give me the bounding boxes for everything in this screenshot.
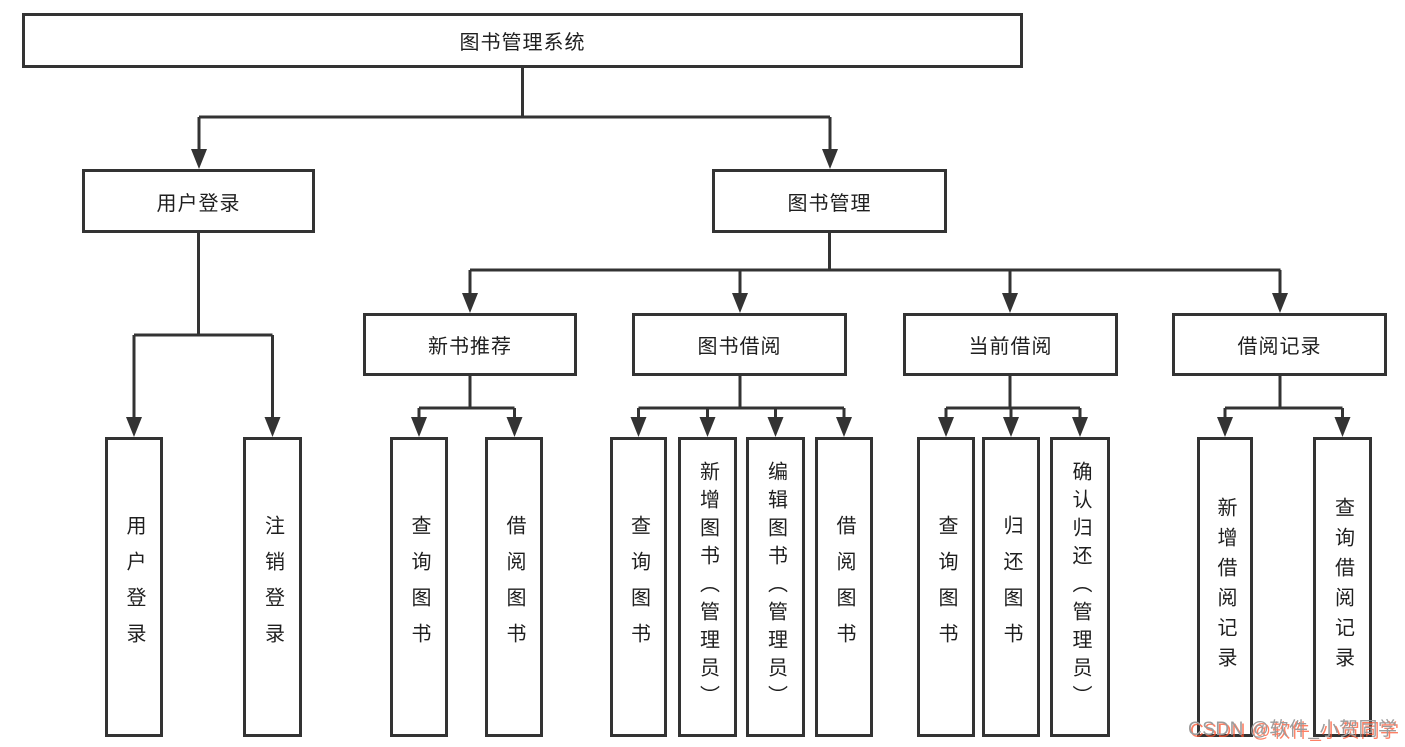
arrowhead-icon bbox=[699, 417, 716, 437]
arrowhead-icon bbox=[411, 417, 427, 437]
leaf-label: 用户登录 bbox=[123, 515, 145, 659]
leaf-borrow-books-recommend: 借阅图书 bbox=[485, 437, 543, 737]
leaf-label: 确认归还（管理员） bbox=[1069, 461, 1091, 713]
leaf-label: 注销登录 bbox=[261, 515, 284, 659]
arrowhead-icon bbox=[1272, 293, 1288, 313]
leaf-logout: 注销登录 bbox=[243, 437, 302, 737]
group-label: 当前借阅 bbox=[968, 336, 1053, 358]
branch-book-management: 图书管理 bbox=[712, 169, 947, 233]
leaf-label: 查询图书 bbox=[627, 515, 650, 659]
group-label: 图书借阅 bbox=[697, 336, 782, 358]
leaf-query-borrow-record: 查询借阅记录 bbox=[1313, 437, 1372, 737]
arrowhead-icon bbox=[836, 417, 852, 437]
arrowhead-icon bbox=[1217, 417, 1233, 437]
group-new-book-recommend: 新书推荐 bbox=[363, 313, 577, 376]
leaf-label: 归还图书 bbox=[1000, 515, 1022, 659]
leaf-label: 借阅图书 bbox=[503, 515, 525, 659]
group-label: 新书推荐 bbox=[428, 336, 512, 358]
arrowhead-icon bbox=[1003, 417, 1019, 437]
branch-label: 图书管理 bbox=[787, 192, 872, 215]
connector-path bbox=[132, 68, 1344, 419]
arrowhead-icon bbox=[264, 417, 281, 437]
group-current-borrow: 当前借阅 bbox=[903, 313, 1118, 376]
csdn-watermark: CSDN @软件_小贺同学 bbox=[1188, 719, 1398, 740]
arrowhead-icon bbox=[767, 417, 784, 437]
arrowhead-icon bbox=[822, 149, 838, 169]
arrowhead-icon bbox=[1334, 417, 1351, 437]
arrowhead-icon bbox=[191, 149, 207, 169]
group-book-borrow: 图书借阅 bbox=[632, 313, 847, 376]
leaf-label: 新增图书（管理员） bbox=[696, 461, 719, 713]
arrowhead-icon bbox=[126, 417, 142, 437]
branch-label: 用户登录 bbox=[156, 192, 241, 215]
leaf-label: 编辑图书（管理员） bbox=[764, 461, 787, 713]
leaf-label: 查询图书 bbox=[935, 515, 957, 659]
group-borrow-records: 借阅记录 bbox=[1172, 313, 1387, 376]
arrowhead-icon bbox=[630, 417, 647, 437]
leaf-query-books-borrow: 查询图书 bbox=[610, 437, 667, 737]
leaf-label: 新增借阅记录 bbox=[1214, 497, 1236, 677]
leaf-add-books-admin: 新增图书（管理员） bbox=[678, 437, 737, 737]
leaf-edit-books-admin: 编辑图书（管理员） bbox=[746, 437, 805, 737]
leaf-user-login: 用户登录 bbox=[105, 437, 163, 737]
leaf-borrow-books: 借阅图书 bbox=[815, 437, 873, 737]
arrowhead-icon bbox=[1072, 417, 1088, 437]
leaf-label: 查询借阅记录 bbox=[1331, 497, 1354, 677]
leaf-return-books: 归还图书 bbox=[982, 437, 1040, 737]
leaf-label: 借阅图书 bbox=[833, 515, 855, 659]
arrowhead-icon bbox=[462, 293, 478, 313]
arrowhead-icon bbox=[732, 293, 748, 313]
leaf-confirm-return-admin: 确认归还（管理员） bbox=[1050, 437, 1110, 737]
leaf-label: 查询图书 bbox=[408, 515, 430, 659]
root-node: 图书管理系统 bbox=[22, 13, 1023, 68]
leaf-query-books-recommend: 查询图书 bbox=[390, 437, 448, 737]
branch-user-login: 用户登录 bbox=[82, 169, 315, 233]
group-label: 借阅记录 bbox=[1237, 336, 1322, 358]
arrowhead-icon bbox=[1002, 293, 1018, 313]
arrowhead-icon bbox=[938, 417, 954, 437]
root-label: 图书管理系统 bbox=[459, 32, 586, 54]
leaf-add-borrow-record: 新增借阅记录 bbox=[1197, 437, 1253, 737]
arrowhead-icon bbox=[506, 417, 523, 437]
leaf-query-books-current: 查询图书 bbox=[917, 437, 975, 737]
